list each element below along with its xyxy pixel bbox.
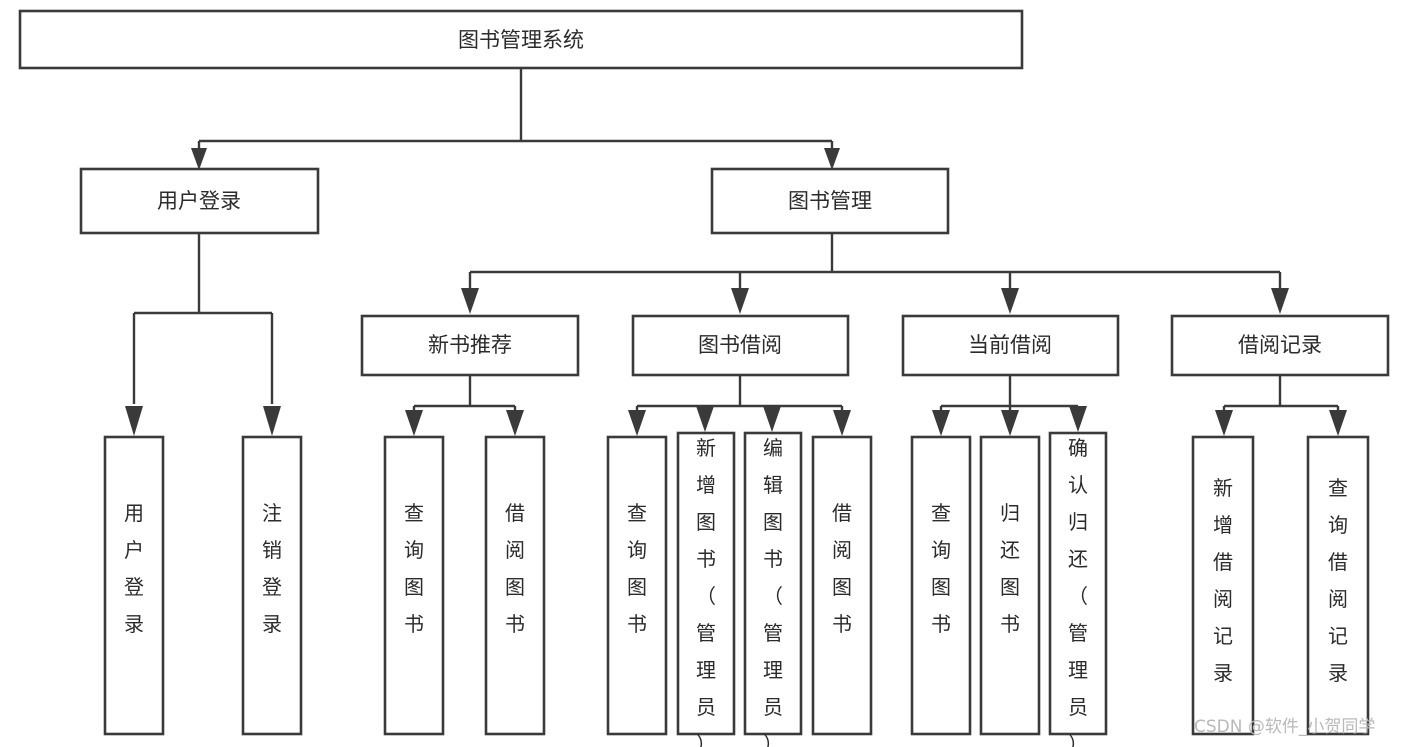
node-new-book-recommend-box[interactable] <box>360 314 580 377</box>
node-borrow-record-label: 借阅记录 <box>1238 333 1322 357</box>
node-leaf-user-login-label: 用户登录 <box>124 501 144 636</box>
node-leaf-confirm-return-label: 确认归还（管理员） <box>1068 436 1088 747</box>
node-leaf-add-book[interactable]: 新增图书（管理员） <box>676 431 736 747</box>
arrowhead-to-book-borrow <box>731 288 749 314</box>
node-leaf-user-logout-label: 注销登录 <box>262 501 282 636</box>
arrowhead-leaf-query-book-1 <box>405 410 423 436</box>
node-leaf-return-book[interactable]: 归还图书 <box>979 435 1041 736</box>
arrowhead-leaf-borrow-book-1 <box>506 410 524 436</box>
node-user-login-label: 用户登录 <box>157 189 241 213</box>
connectors-layer <box>125 68 1347 436</box>
arrowhead-leaf-confirm-return <box>1069 406 1087 432</box>
arrowhead-leaf-query-book-3 <box>932 410 950 436</box>
node-leaf-edit-book[interactable]: 编辑图书（管理员） <box>743 431 803 747</box>
node-leaf-user-login[interactable]: 用户登录 <box>103 435 165 736</box>
node-leaf-query-book-3[interactable]: 查询图书 <box>910 435 972 736</box>
node-leaf-query-book-1[interactable]: 查询图书 <box>383 435 445 736</box>
node-leaf-user-login-box[interactable] <box>103 435 165 736</box>
node-new-book-recommend-label: 新书推荐 <box>428 333 512 357</box>
arrowhead-leaf-borrow-book-2 <box>833 410 851 436</box>
arrowhead-leaf-return-book <box>1001 410 1019 436</box>
node-current-borrow[interactable]: 当前借阅 <box>901 314 1120 377</box>
node-current-borrow-box[interactable] <box>901 314 1120 377</box>
connector-current-borrow-bus <box>939 375 1080 414</box>
connector-borrow-record-bus <box>1222 375 1340 414</box>
node-leaf-borrow-book-1-label: 借阅图书 <box>505 501 525 636</box>
csdn-watermark: CSDN @软件_小贺同学 <box>1194 717 1375 737</box>
node-leaf-borrow-book-2[interactable]: 借阅图书 <box>811 435 873 736</box>
connector-book-borrow-bus <box>635 375 844 414</box>
arrowhead-leaf-query-book-2 <box>628 410 646 436</box>
arrowhead-to-user-login <box>191 148 207 170</box>
node-leaf-borrow-book-2-label: 借阅图书 <box>832 501 852 636</box>
node-book-borrow-label: 图书借阅 <box>698 333 782 357</box>
connector-root-bus <box>197 68 834 160</box>
node-root-label: 图书管理系统 <box>458 28 584 52</box>
node-new-book-recommend[interactable]: 新书推荐 <box>360 314 580 377</box>
connector-new-book-recommend-bus <box>412 375 517 414</box>
node-root[interactable]: 图书管理系统 <box>18 9 1024 70</box>
node-leaf-add-book-box[interactable] <box>676 431 736 736</box>
node-borrow-record[interactable]: 借阅记录 <box>1170 314 1390 377</box>
node-leaf-query-book-3-box[interactable] <box>910 435 972 736</box>
node-book-borrow-box[interactable] <box>631 314 850 377</box>
node-leaf-query-record-label: 查询借阅记录 <box>1328 476 1348 685</box>
node-leaf-add-record[interactable]: 新增借阅记录 <box>1191 435 1255 736</box>
node-user-login[interactable]: 用户登录 <box>79 167 320 235</box>
node-leaf-query-book-2[interactable]: 查询图书 <box>606 435 668 736</box>
node-leaf-query-book-1-box[interactable] <box>383 435 445 736</box>
connector-user-login-bus <box>132 233 274 404</box>
node-leaf-edit-book-label: 编辑图书（管理员） <box>763 436 783 747</box>
node-book-borrow[interactable]: 图书借阅 <box>631 314 850 377</box>
arrowhead-leaf-edit-book <box>763 406 781 432</box>
node-borrow-record-box[interactable] <box>1170 314 1390 377</box>
node-leaf-add-book-label: 新增图书（管理员） <box>696 436 716 747</box>
arrowhead-leaf-user-logout <box>263 406 281 436</box>
node-book-management[interactable]: 图书管理 <box>710 167 950 235</box>
arrowhead-leaf-query-record <box>1329 410 1347 436</box>
arrowhead-to-borrow-record <box>1271 288 1289 314</box>
connector-book-management-bus <box>468 233 1282 290</box>
node-leaf-borrow-book-1[interactable]: 借阅图书 <box>484 435 546 736</box>
node-leaf-query-record-box[interactable] <box>1306 435 1370 736</box>
arrowhead-leaf-add-book <box>696 406 714 432</box>
node-leaf-return-book-box[interactable] <box>979 435 1041 736</box>
node-leaf-add-record-box[interactable] <box>1191 435 1255 736</box>
node-current-borrow-label: 当前借阅 <box>968 333 1052 357</box>
arrowhead-leaf-add-record <box>1215 410 1233 436</box>
node-leaf-query-book-2-box[interactable] <box>606 435 668 736</box>
node-book-management-label: 图书管理 <box>788 189 872 213</box>
arrowhead-leaf-user-login <box>125 406 143 436</box>
node-leaf-user-logout[interactable]: 注销登录 <box>241 435 303 736</box>
node-user-login-box[interactable] <box>79 167 320 235</box>
node-book-management-box[interactable] <box>710 167 950 235</box>
node-leaf-query-record[interactable]: 查询借阅记录 <box>1306 435 1370 736</box>
arrowhead-to-new-book-recommend <box>461 288 479 314</box>
node-leaf-user-logout-box[interactable] <box>241 435 303 736</box>
arrowhead-to-current-borrow <box>1001 288 1019 314</box>
node-leaf-query-book-1-label: 查询图书 <box>404 501 424 636</box>
arrowhead-to-book-management <box>824 148 840 170</box>
node-leaf-confirm-return[interactable]: 确认归还（管理员） <box>1048 431 1108 747</box>
node-leaf-add-record-label: 新增借阅记录 <box>1213 476 1233 685</box>
node-root-box[interactable] <box>18 9 1024 70</box>
node-leaf-confirm-return-box[interactable] <box>1048 431 1108 736</box>
node-leaf-borrow-book-2-box[interactable] <box>811 435 873 736</box>
node-leaf-edit-book-box[interactable] <box>743 431 803 736</box>
node-leaf-query-book-2-label: 查询图书 <box>627 501 647 636</box>
node-leaf-return-book-label: 归还图书 <box>1000 501 1020 636</box>
node-leaf-query-book-3-label: 查询图书 <box>931 501 951 636</box>
node-leaf-borrow-book-1-box[interactable] <box>484 435 546 736</box>
